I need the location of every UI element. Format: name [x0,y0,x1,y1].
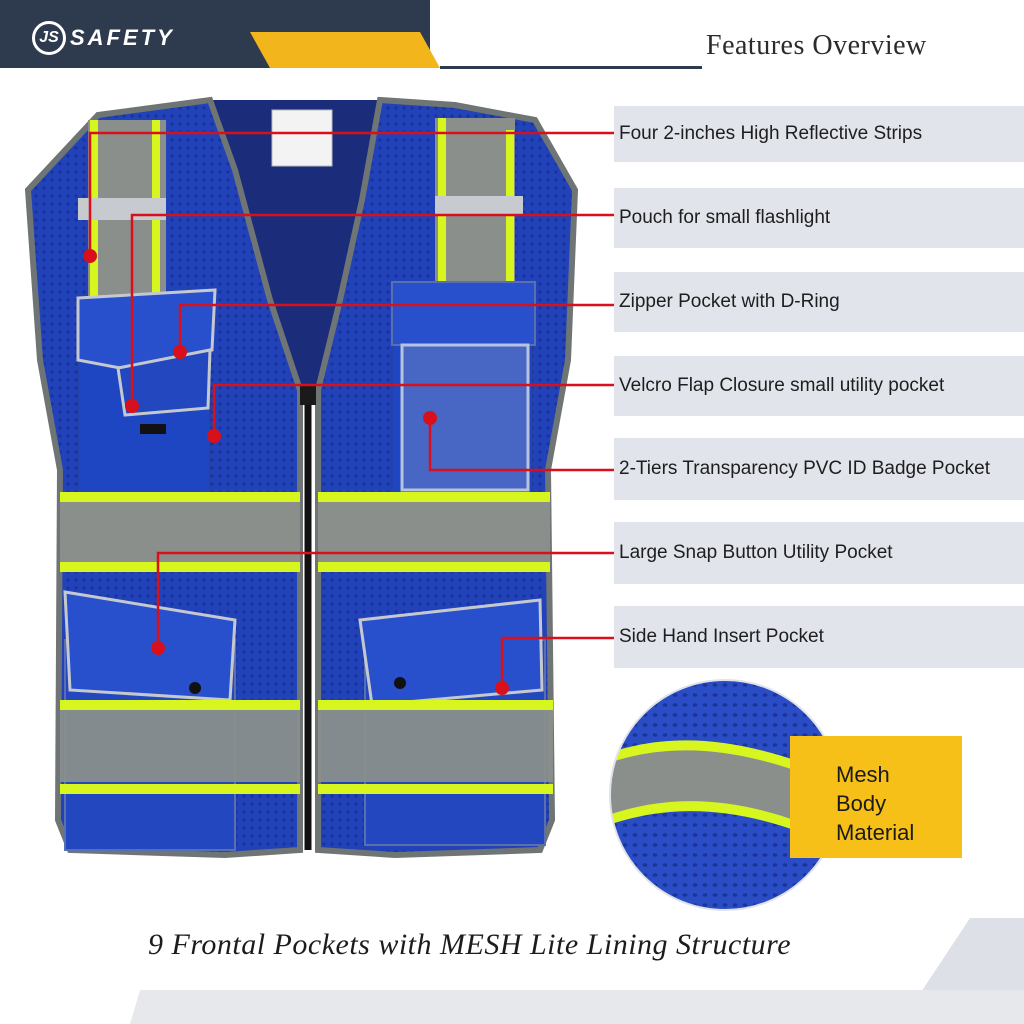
callout-dot [83,249,97,263]
footer-band [130,990,1024,1024]
feature-label: Four 2-inches High Reflective Strips [619,123,923,144]
feature-label: Pouch for small flashlight [619,207,831,228]
mesh-label-badge [790,736,962,858]
callout-dot [495,681,509,695]
callout-dot [125,399,139,413]
callout-dot [173,345,187,359]
pvc-id-badge-pocket [400,343,530,492]
feature-id-badge-pocket: 2-Tiers Transparency PVC ID Badge Pocket [614,438,1024,500]
page-title: Features Overview [706,30,927,61]
logo-mark-icon: JS [32,21,66,55]
feature-snap-pocket: Large Snap Button Utility Pocket [614,522,1024,584]
feature-label: Side Hand Insert Pocket [619,626,824,647]
mesh-label-line: Body [836,791,887,816]
feature-reflective-strips: Four 2-inches High Reflective Strips [614,106,1024,162]
footer-caption: 9 Frontal Pockets with MESH Lite Lining … [148,928,792,961]
mesh-label-line: Mesh [836,762,890,787]
feature-label: Zipper Pocket with D-Ring [619,291,840,312]
callout-dot [423,411,437,425]
feature-zipper-pocket: Zipper Pocket with D-Ring [614,272,1024,332]
feature-velcro-pocket: Velcro Flap Closure small utility pocket [614,356,1024,416]
feature-side-pocket: Side Hand Insert Pocket [614,606,1024,668]
callout-dot [207,429,221,443]
feature-label: 2-Tiers Transparency PVC ID Badge Pocket [619,458,991,479]
logo-text: SAFETY [70,25,175,50]
brand-logo: JS SAFETY [32,20,212,56]
feature-label: Large Snap Button Utility Pocket [619,542,893,563]
feature-flashlight-pouch: Pouch for small flashlight [614,188,1024,248]
feature-label: Velcro Flap Closure small utility pocket [619,375,945,396]
mesh-label: Mesh Body Material [836,760,956,847]
callout-dot [151,641,165,655]
title-underline [440,66,702,69]
mesh-label-line: Material [836,820,915,845]
header-accent-stripe [250,32,440,68]
